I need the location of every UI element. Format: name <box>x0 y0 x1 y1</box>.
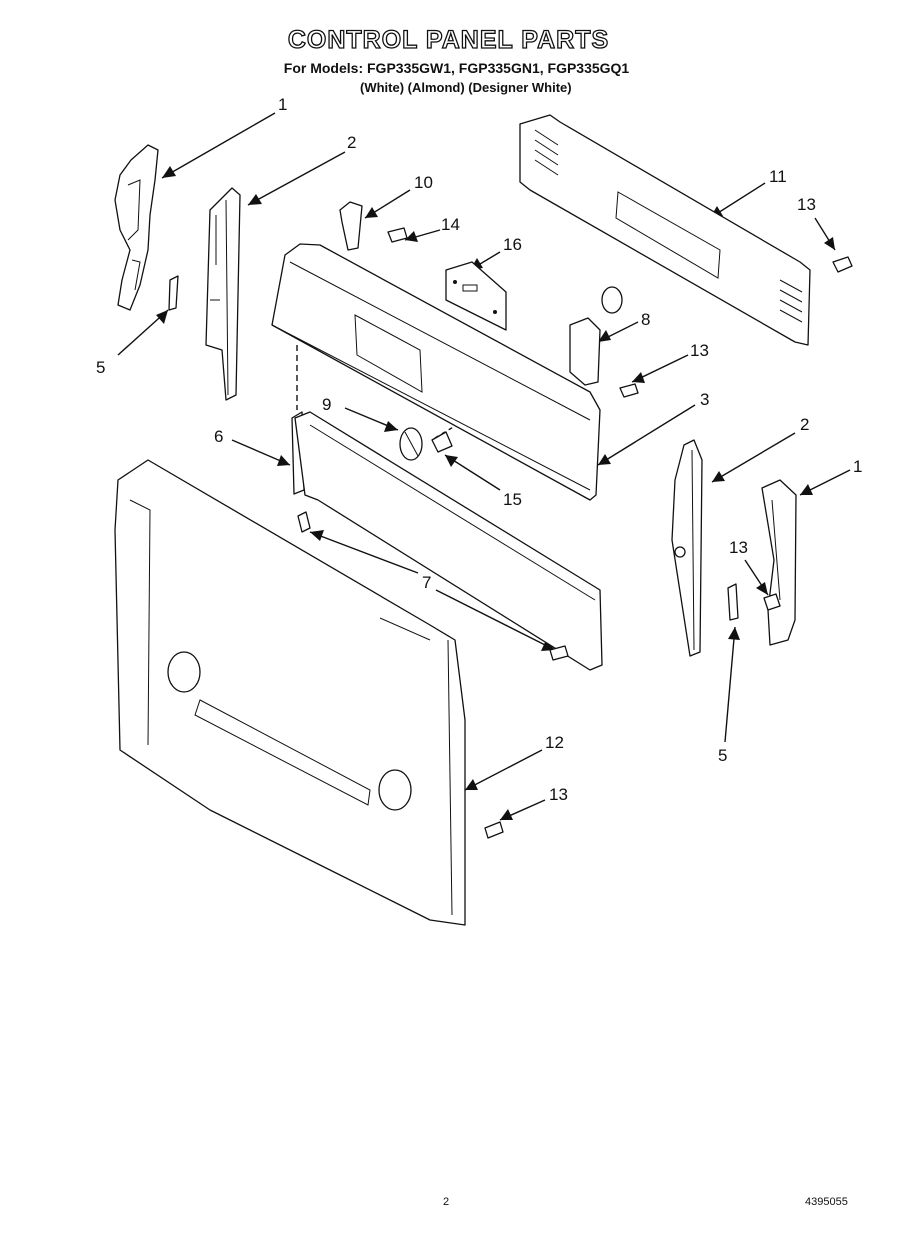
callout-13-switch: 13 <box>690 341 709 360</box>
callout-labels: 1 2 10 14 16 11 13 5 8 13 9 3 6 15 2 1 1… <box>96 95 862 804</box>
part-2-side-bracket-left <box>205 187 241 401</box>
callout-15: 15 <box>503 490 522 509</box>
part-15-valve-stem <box>431 431 453 453</box>
callout-10: 10 <box>414 173 433 192</box>
callout-11: 11 <box>769 167 787 186</box>
part-7-screw-lower <box>549 645 569 661</box>
callout-2-right: 2 <box>800 415 809 434</box>
callout-16: 16 <box>503 235 522 254</box>
callout-1-right: 1 <box>853 457 862 476</box>
part-13-screw-switch <box>619 383 639 398</box>
document-number: 4395055 <box>805 1196 848 1208</box>
callout-14: 14 <box>441 215 460 234</box>
callout-6: 6 <box>214 427 223 446</box>
callout-3: 3 <box>700 390 709 409</box>
page-number: 2 <box>443 1196 450 1208</box>
models-line: For Models: FGP335GW1, FGP335GN1, FGP335… <box>283 60 630 76</box>
part-5-clip-right <box>727 583 739 621</box>
part-8-switch <box>569 286 623 386</box>
part-14-screw <box>387 227 408 243</box>
callout-8: 8 <box>641 310 650 329</box>
callout-13-rear: 13 <box>797 195 816 214</box>
callout-13-front: 13 <box>549 785 568 804</box>
part-16-plate <box>445 261 507 331</box>
part-2-side-bracket-right <box>671 439 703 657</box>
part-13-screw-front <box>484 821 504 839</box>
part-5-clip-left <box>168 275 179 311</box>
part-7-screw-upper <box>297 511 311 533</box>
part-7-manifold-bracket <box>294 411 603 671</box>
part-13-screw-right <box>763 593 781 611</box>
callout-1-left: 1 <box>278 95 287 114</box>
part-11-rear-panel <box>519 114 811 346</box>
callout-13-right: 13 <box>729 538 748 557</box>
callout-5-left: 5 <box>96 358 105 377</box>
part-1-end-cap-left <box>114 144 159 311</box>
part-1-end-cap-right <box>761 479 797 646</box>
part-9-knob <box>399 427 423 461</box>
callout-12: 12 <box>545 733 564 752</box>
page-title: CONTROL PANEL PARTS <box>287 25 610 54</box>
colors-line: (White) (Almond) (Designer White) <box>360 80 572 95</box>
callout-5-right: 5 <box>718 746 727 765</box>
part-10-bracket <box>339 201 363 251</box>
callout-9: 9 <box>322 395 331 414</box>
arrowheads <box>156 166 835 820</box>
part-13-screw-rear <box>832 256 853 273</box>
callout-7: 7 <box>422 573 431 592</box>
callout-2-left: 2 <box>347 133 356 152</box>
part-12-front-panel <box>114 459 466 926</box>
part-3-control-panel <box>271 243 601 501</box>
